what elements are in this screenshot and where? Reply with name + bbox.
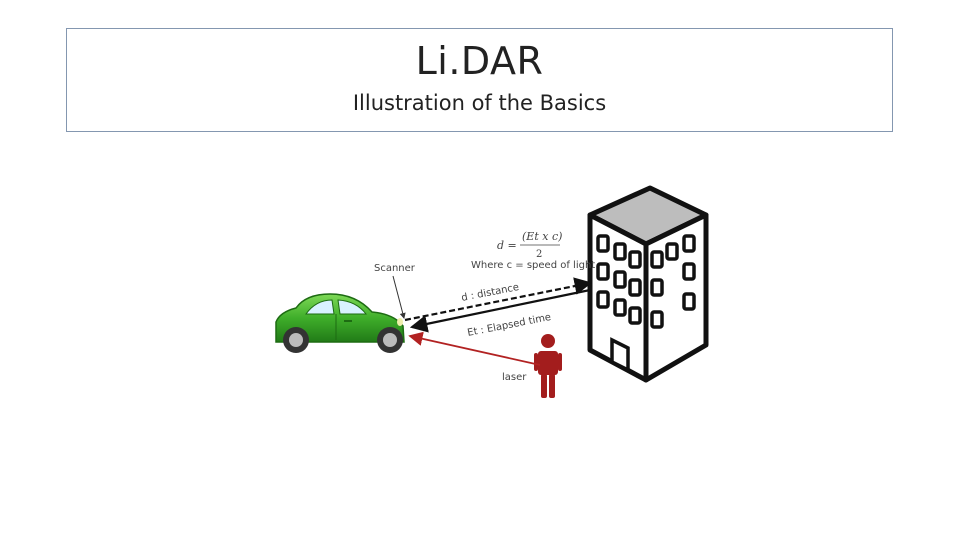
title-box: Li.DAR Illustration of the Basics: [66, 28, 893, 132]
formula-note: Where c = speed of light: [471, 260, 595, 271]
elapsed-time-label: Et : Elapsed time: [466, 312, 552, 339]
slide-title: Li.DAR: [415, 39, 544, 83]
laser-label: laser: [502, 372, 527, 383]
distance-label: d : distance: [460, 282, 519, 304]
outgoing-beam: [404, 277, 593, 322]
scanner-pointer: [392, 275, 406, 319]
formula-lhs: d =: [497, 239, 517, 252]
formula-denominator: 2: [536, 249, 542, 260]
scanner-label: Scanner: [374, 263, 416, 274]
slide-subtitle: Illustration of the Basics: [352, 91, 607, 115]
formula-numerator: (Et x c): [522, 230, 562, 243]
person-icon: [534, 334, 562, 398]
laser-beam: [408, 331, 541, 366]
car-icon: [275, 293, 405, 353]
building-icon: [587, 185, 709, 383]
return-beam: [409, 288, 591, 333]
